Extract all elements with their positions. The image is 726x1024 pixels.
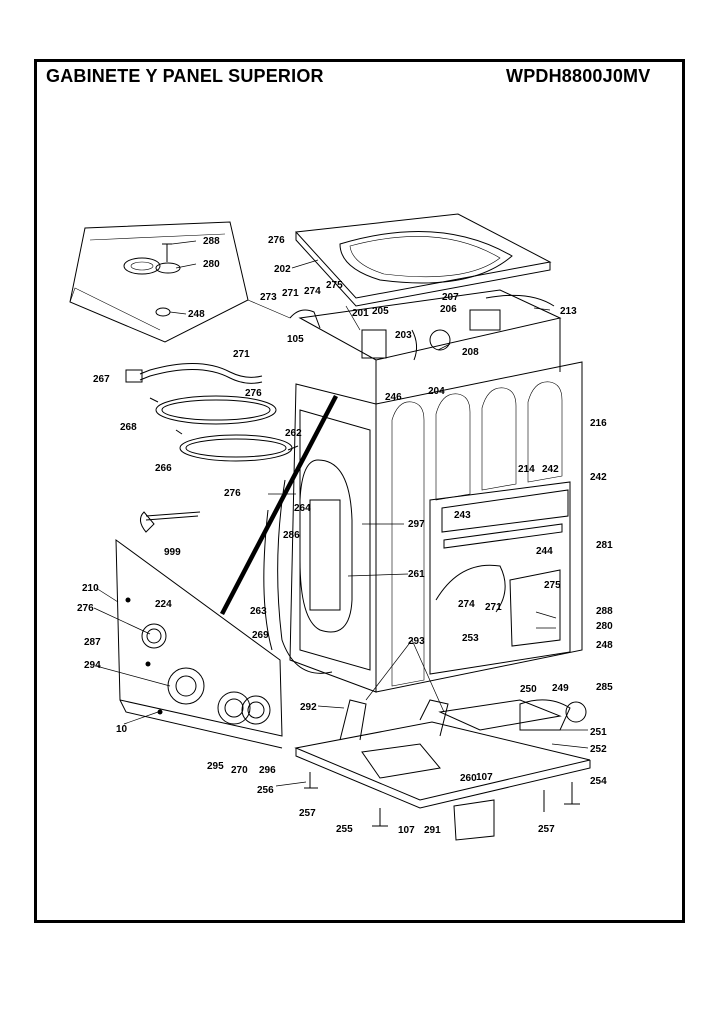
callout-label: 206 [440, 304, 457, 315]
callout-label: 269 [252, 630, 269, 641]
callout-label: 274 [458, 599, 475, 610]
callout-label: 288 [203, 236, 220, 247]
callout-label: 257 [299, 808, 316, 819]
callout-label: 243 [454, 510, 471, 521]
door-opening [263, 409, 371, 674]
callout-label: 253 [462, 633, 479, 644]
callout-label: 210 [82, 583, 99, 594]
callout-label: 297 [408, 519, 425, 530]
callout-label: 201 [352, 308, 369, 319]
callout-label: 271 [233, 349, 250, 360]
callout-label: 260 [460, 773, 477, 784]
callout-label: 262 [285, 428, 302, 439]
callout-label: 280 [596, 621, 613, 632]
callout-label: 288 [596, 606, 613, 617]
top-lid [294, 213, 552, 307]
callout-label: 105 [287, 334, 304, 345]
callout-label: 248 [188, 309, 205, 320]
callout-label: 248 [596, 640, 613, 651]
callout-label: 249 [552, 683, 569, 694]
callout-label: 214 [518, 464, 535, 475]
callout-label: 276 [77, 603, 94, 614]
callout-label: 251 [590, 727, 607, 738]
callout-label: 294 [84, 660, 101, 671]
callout-label: 252 [590, 744, 607, 755]
callout-label: 280 [203, 259, 220, 270]
callout-label: 268 [120, 422, 137, 433]
leader-lines [93, 240, 589, 787]
callout-label: 267 [93, 374, 110, 385]
callout-label: 275 [326, 280, 343, 291]
callout-label: 202 [274, 264, 291, 275]
top-frame [289, 289, 562, 404]
callout-label: 296 [259, 765, 276, 776]
callout-label: 107 [476, 772, 493, 783]
callout-label: 208 [462, 347, 479, 358]
callout-label: 275 [544, 580, 561, 591]
model-number: WPDH8800J0MV [506, 66, 651, 86]
cabinet-body [289, 361, 583, 693]
callout-label: 10 [116, 724, 128, 735]
detail-inset [69, 221, 291, 343]
callout-label: 274 [304, 286, 321, 297]
callout-label: 263 [250, 606, 267, 617]
callout-label: 276 [224, 488, 241, 499]
callout-label: 244 [536, 546, 553, 557]
callout-label: 292 [300, 702, 317, 713]
callout-label: 205 [372, 306, 389, 317]
callout-label: 270 [231, 765, 248, 776]
callout-label: 224 [155, 599, 172, 610]
callout-label: 999 [164, 547, 181, 558]
assembly-leader-line [220, 394, 338, 616]
callout-label: 261 [408, 569, 425, 580]
callout-label: 276 [268, 235, 285, 246]
base-assembly [294, 699, 591, 841]
hoses [125, 363, 299, 462]
callout-label: 276 [245, 388, 262, 399]
callout-label: 291 [424, 825, 441, 836]
callout-label: 107 [398, 825, 415, 836]
diagram-frame [34, 59, 685, 923]
callout-labels: 276 202 275 274 271 273 207 206 205 201 … [77, 235, 613, 836]
callout-label: 255 [336, 824, 353, 835]
callout-label: 295 [207, 761, 224, 772]
callout-label: 246 [385, 392, 402, 403]
diagram-title: GABINETE Y PANEL SUPERIOR [46, 66, 324, 86]
callout-label: 204 [428, 386, 445, 397]
callout-label: 207 [442, 292, 459, 303]
callout-label: 256 [257, 785, 274, 796]
callout-label: 216 [590, 418, 607, 429]
callout-label: 285 [596, 682, 613, 693]
callout-label: 264 [294, 503, 311, 514]
callout-label: 281 [596, 540, 613, 551]
callout-label: 271 [282, 288, 299, 299]
callout-label: 242 [542, 464, 559, 475]
callout-label: 271 [485, 602, 502, 613]
control-panel [115, 538, 283, 749]
callout-label: 242 [590, 472, 607, 483]
callout-label: 257 [538, 824, 555, 835]
callout-label: 286 [283, 530, 300, 541]
callout-label: 293 [408, 636, 425, 647]
callout-label: 250 [520, 684, 537, 695]
callout-label: 203 [395, 330, 412, 341]
callout-label: 254 [590, 776, 607, 787]
callout-label: 287 [84, 637, 101, 648]
callout-label: 266 [155, 463, 172, 474]
part-999 [140, 511, 201, 533]
callout-label: 273 [260, 292, 277, 303]
callout-label: 213 [560, 306, 577, 317]
